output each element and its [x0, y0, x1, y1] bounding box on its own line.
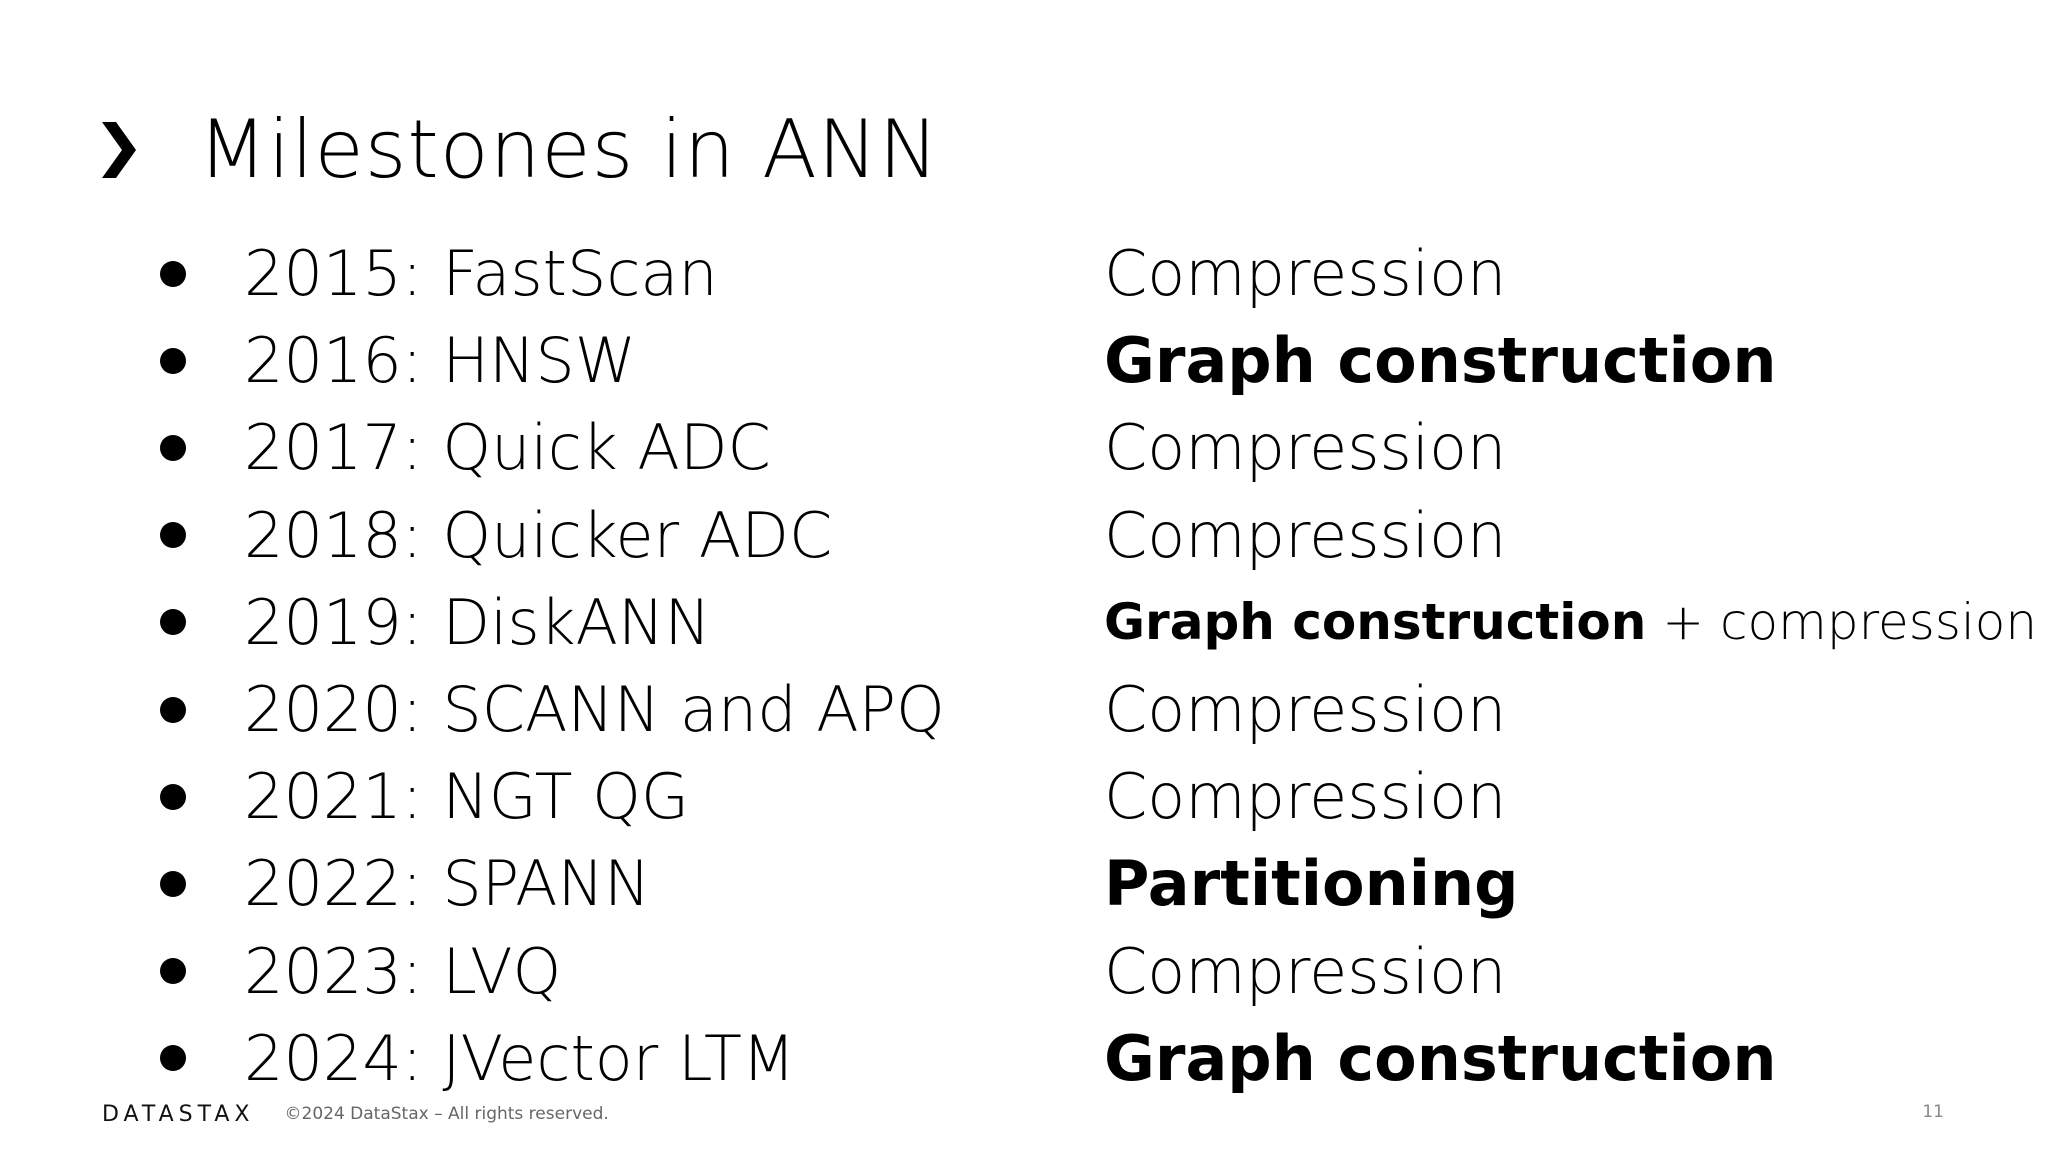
list-item: 2019: DiskANN Graph construction + compre… — [160, 579, 2037, 666]
milestone-category: Graph construction + compression — [1104, 593, 2037, 651]
milestone-label: 2017: Quick ADC — [244, 411, 771, 485]
category-secondary: + compression — [1646, 593, 2038, 652]
bullet-icon — [160, 870, 186, 897]
milestone-category: Graph construction — [1104, 324, 1777, 398]
title-row: Milestones in ANN — [100, 100, 940, 200]
milestone-label: 2018: Quicker ADC — [244, 498, 833, 572]
milestone-category: Graph construction — [1104, 1021, 1777, 1095]
list-item: 2020: SCANN and APQ Compression — [160, 666, 2037, 753]
milestone-label: 2022: SPANN — [244, 847, 651, 921]
bullet-icon — [160, 609, 186, 636]
bullet-icon — [160, 783, 186, 810]
list-item: 2017: Quick ADC Compression — [160, 404, 2037, 491]
list-item: 2023: LVQ Compression — [160, 928, 2037, 1015]
milestone-label: 2023: LVQ — [244, 934, 562, 1008]
list-item: 2016: HNSW Graph construction — [160, 317, 2037, 404]
milestone-category: Compression — [1104, 498, 1507, 572]
list-item: 2015: FastScan Compression — [160, 230, 2037, 317]
bullet-icon — [160, 958, 186, 985]
bullet-icon — [160, 522, 186, 549]
chevron-right-icon — [102, 122, 136, 178]
milestone-category: Compression — [1104, 411, 1507, 485]
milestone-category: Compression — [1104, 934, 1507, 1008]
milestone-label: 2019: DiskANN — [244, 585, 711, 659]
page-number: 11 — [1922, 1102, 1944, 1122]
bullet-icon — [160, 696, 186, 723]
bullet-icon — [160, 434, 186, 461]
milestone-category: Compression — [1104, 237, 1507, 311]
milestone-category: Partitioning — [1104, 847, 1519, 921]
bullet-icon — [160, 260, 186, 287]
list-item: 2018: Quicker ADC Compression — [160, 492, 2037, 579]
copyright-text: ©2024 DataStax – All rights reserved. — [284, 1104, 609, 1124]
category-primary: Graph construction — [1104, 593, 1647, 652]
milestone-label: 2024: JVector LTM — [244, 1021, 796, 1095]
milestone-label: 2016: HNSW — [244, 324, 637, 398]
bullet-icon — [160, 347, 186, 374]
milestone-label: 2021: NGT QG — [244, 760, 690, 834]
list-item: 2021: NGT QG Compression — [160, 753, 2037, 840]
milestone-label: 2015: FastScan — [244, 237, 718, 311]
milestone-category: Compression — [1104, 760, 1507, 834]
list-item: 2022: SPANN Partitioning — [160, 840, 2037, 927]
list-item: 2024: JVector LTM Graph construction — [160, 1015, 2037, 1102]
milestone-label: 2020: SCANN and APQ — [244, 673, 945, 747]
datastax-logo: DATASTAX — [102, 1101, 255, 1127]
bullet-icon — [160, 1045, 186, 1072]
page-title: Milestones in ANN — [198, 103, 940, 196]
milestone-category: Compression — [1104, 673, 1507, 747]
footer: DATASTAX ©2024 DataStax – All rights res… — [102, 1100, 609, 1128]
